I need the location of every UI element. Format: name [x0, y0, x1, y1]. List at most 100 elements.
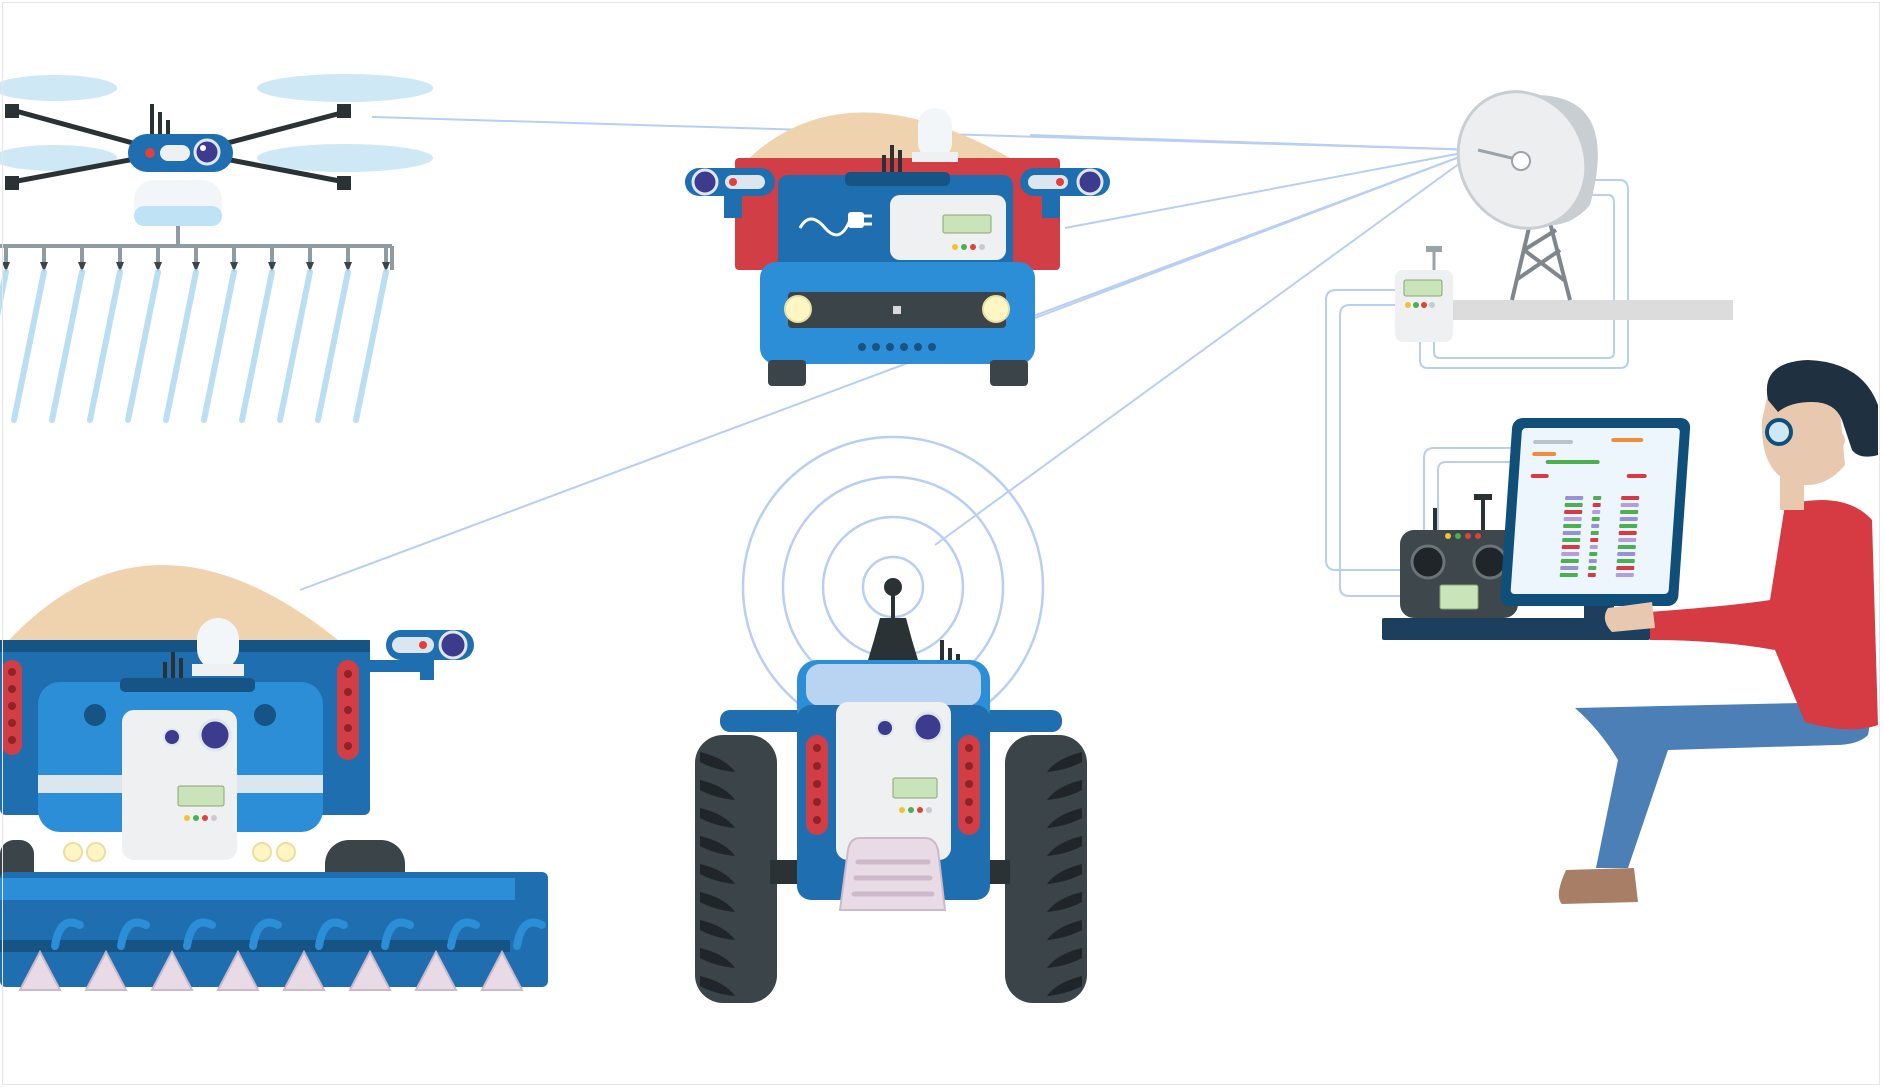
controller-stick [1410, 544, 1446, 580]
tread-lug [700, 892, 735, 912]
person-hand [1604, 602, 1655, 632]
tower-leg [1546, 214, 1572, 301]
person-icon [1558, 360, 1878, 904]
headlight-icon [63, 842, 83, 862]
drone-icon [0, 74, 433, 423]
reel-tine [51, 918, 84, 950]
led-green [1413, 302, 1419, 308]
strip-light [965, 744, 973, 752]
person-hair [1766, 360, 1878, 457]
strip-light [344, 742, 352, 750]
camera-lens-icon [163, 728, 181, 746]
motor [337, 104, 351, 118]
joystick-boot [868, 618, 918, 660]
spray-stream [49, 269, 85, 423]
grille-badge [893, 306, 901, 314]
dashboard-bar [1563, 524, 1582, 528]
dashboard-bar [1559, 573, 1578, 577]
strip-light [344, 724, 352, 732]
cab-bolt [254, 704, 276, 726]
dashboard-bar [1616, 566, 1635, 570]
mounting-shelf [1395, 300, 1733, 320]
tread-lug [1047, 976, 1082, 996]
bumper-dot [886, 343, 894, 351]
headlight-icon [86, 842, 106, 862]
strip-light [8, 719, 16, 727]
strip-light [8, 668, 16, 676]
spray-stream [201, 269, 237, 423]
tread-lug [1047, 892, 1082, 912]
led-yellow [184, 815, 190, 821]
cargo-dome [0, 565, 350, 650]
spray-stream [239, 269, 275, 423]
front-weight [838, 837, 947, 911]
nozzle-tip [78, 262, 86, 272]
wire-gateway-to-desk-b [1339, 304, 1402, 597]
bumper-dot [858, 343, 866, 351]
reel-tines [51, 918, 546, 950]
tread-lug [700, 836, 735, 856]
tread-lug [1047, 808, 1082, 828]
harvester-icon [0, 565, 548, 991]
headlight-icon [276, 842, 296, 862]
plug-cable [798, 217, 852, 237]
headlight-icon [252, 842, 272, 862]
dashboard-bar [1589, 552, 1598, 556]
drone-tank-band [134, 206, 222, 226]
nozzle-tip [192, 262, 200, 272]
tread-lug [700, 780, 735, 800]
tread-lug [1047, 836, 1082, 856]
dashboard-row [1532, 452, 1557, 456]
dashboard-bar [1589, 545, 1598, 549]
nozzle-tip [116, 262, 124, 272]
person-ear [1827, 431, 1845, 449]
lcd-display [942, 214, 992, 234]
dashboard-bar [1592, 510, 1601, 514]
gps-dome-icon [197, 618, 239, 670]
led-yellow [899, 807, 905, 813]
nozzle-tip [268, 262, 276, 272]
strip-light [965, 798, 973, 806]
gateway-lcd [1403, 279, 1443, 297]
wire-dish-to-gateway-a [1419, 179, 1629, 369]
bin-rim [0, 640, 370, 652]
cutter-tooth [18, 949, 62, 991]
wire-dish-to-gateway-b [1433, 194, 1615, 359]
spray-streams [0, 269, 389, 423]
tower-brace [1514, 248, 1562, 282]
cutter-tooth [480, 949, 524, 991]
led-red [1056, 178, 1064, 186]
cutter-tooth [216, 949, 260, 991]
strip-light [813, 798, 821, 806]
drone-camera-housing [160, 145, 190, 161]
dashboard-row [1626, 474, 1647, 478]
motor [5, 104, 19, 118]
drone-arm [11, 155, 141, 185]
cutter-tooth [84, 949, 128, 991]
controller-stick [1472, 544, 1508, 580]
wire-controller-to-monitor [1423, 447, 1512, 530]
rotor-blade [257, 144, 433, 172]
truck-wheel [990, 360, 1028, 386]
nozzle-tip [382, 262, 390, 272]
camera-lens-icon [193, 138, 221, 166]
link-truck-to-dish [1029, 134, 1479, 151]
strip-light [965, 816, 973, 824]
dashboard-bar [1561, 545, 1580, 549]
nozzle-tip [230, 262, 238, 272]
reel-tine [513, 918, 546, 950]
joystick-knob [884, 578, 902, 596]
motor [5, 176, 19, 190]
led-red [1421, 302, 1427, 308]
cab-bolt [84, 704, 106, 726]
led-green [908, 807, 914, 813]
cab-roof [120, 678, 255, 692]
strip-light [8, 736, 16, 744]
gps-base [912, 152, 958, 162]
harvester-header [0, 872, 548, 987]
led-off [926, 807, 932, 813]
strip-light [344, 706, 352, 714]
dashboard-bar [1561, 552, 1580, 556]
dashboard-bar [1562, 538, 1581, 542]
led-red [917, 807, 923, 813]
